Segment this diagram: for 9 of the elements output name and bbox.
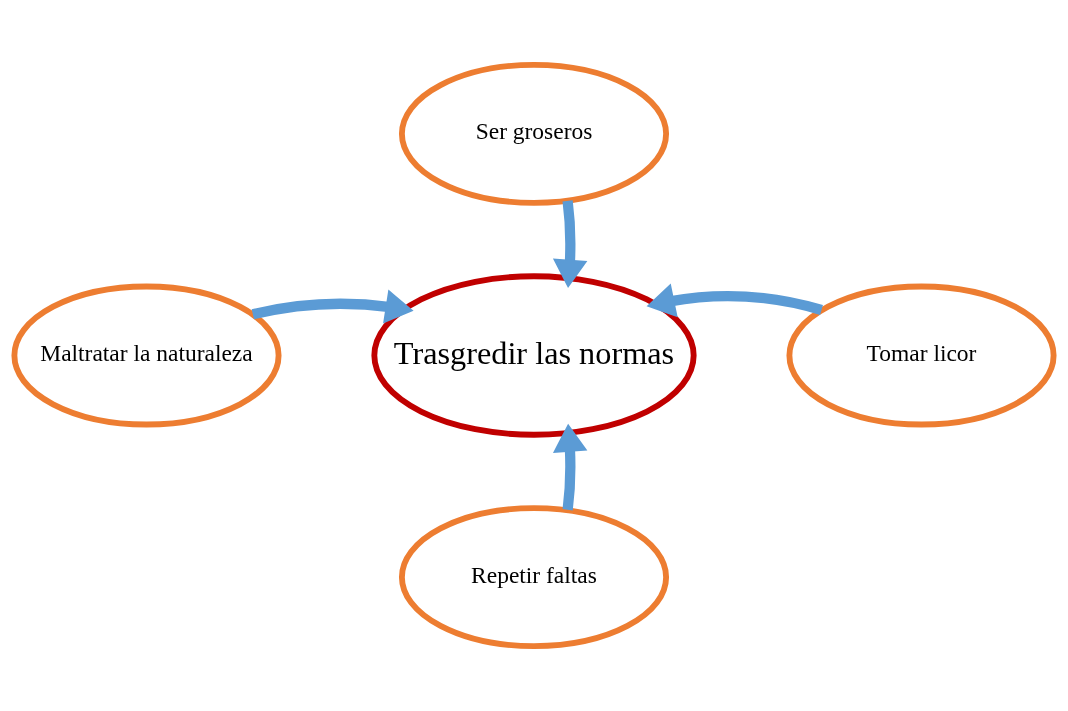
node-ellipse: Ser groseros xyxy=(398,61,670,206)
arrow xyxy=(552,200,588,288)
node-ellipse: Trasgredir las normas xyxy=(371,273,697,438)
node-ellipse: Repetir faltas xyxy=(398,505,670,650)
node-ellipse: Tomar licor xyxy=(786,283,1057,428)
arrow xyxy=(552,423,588,511)
node-ellipse: Maltratar la naturaleza xyxy=(11,283,282,428)
arrow xyxy=(251,289,414,324)
arrow xyxy=(646,283,823,318)
